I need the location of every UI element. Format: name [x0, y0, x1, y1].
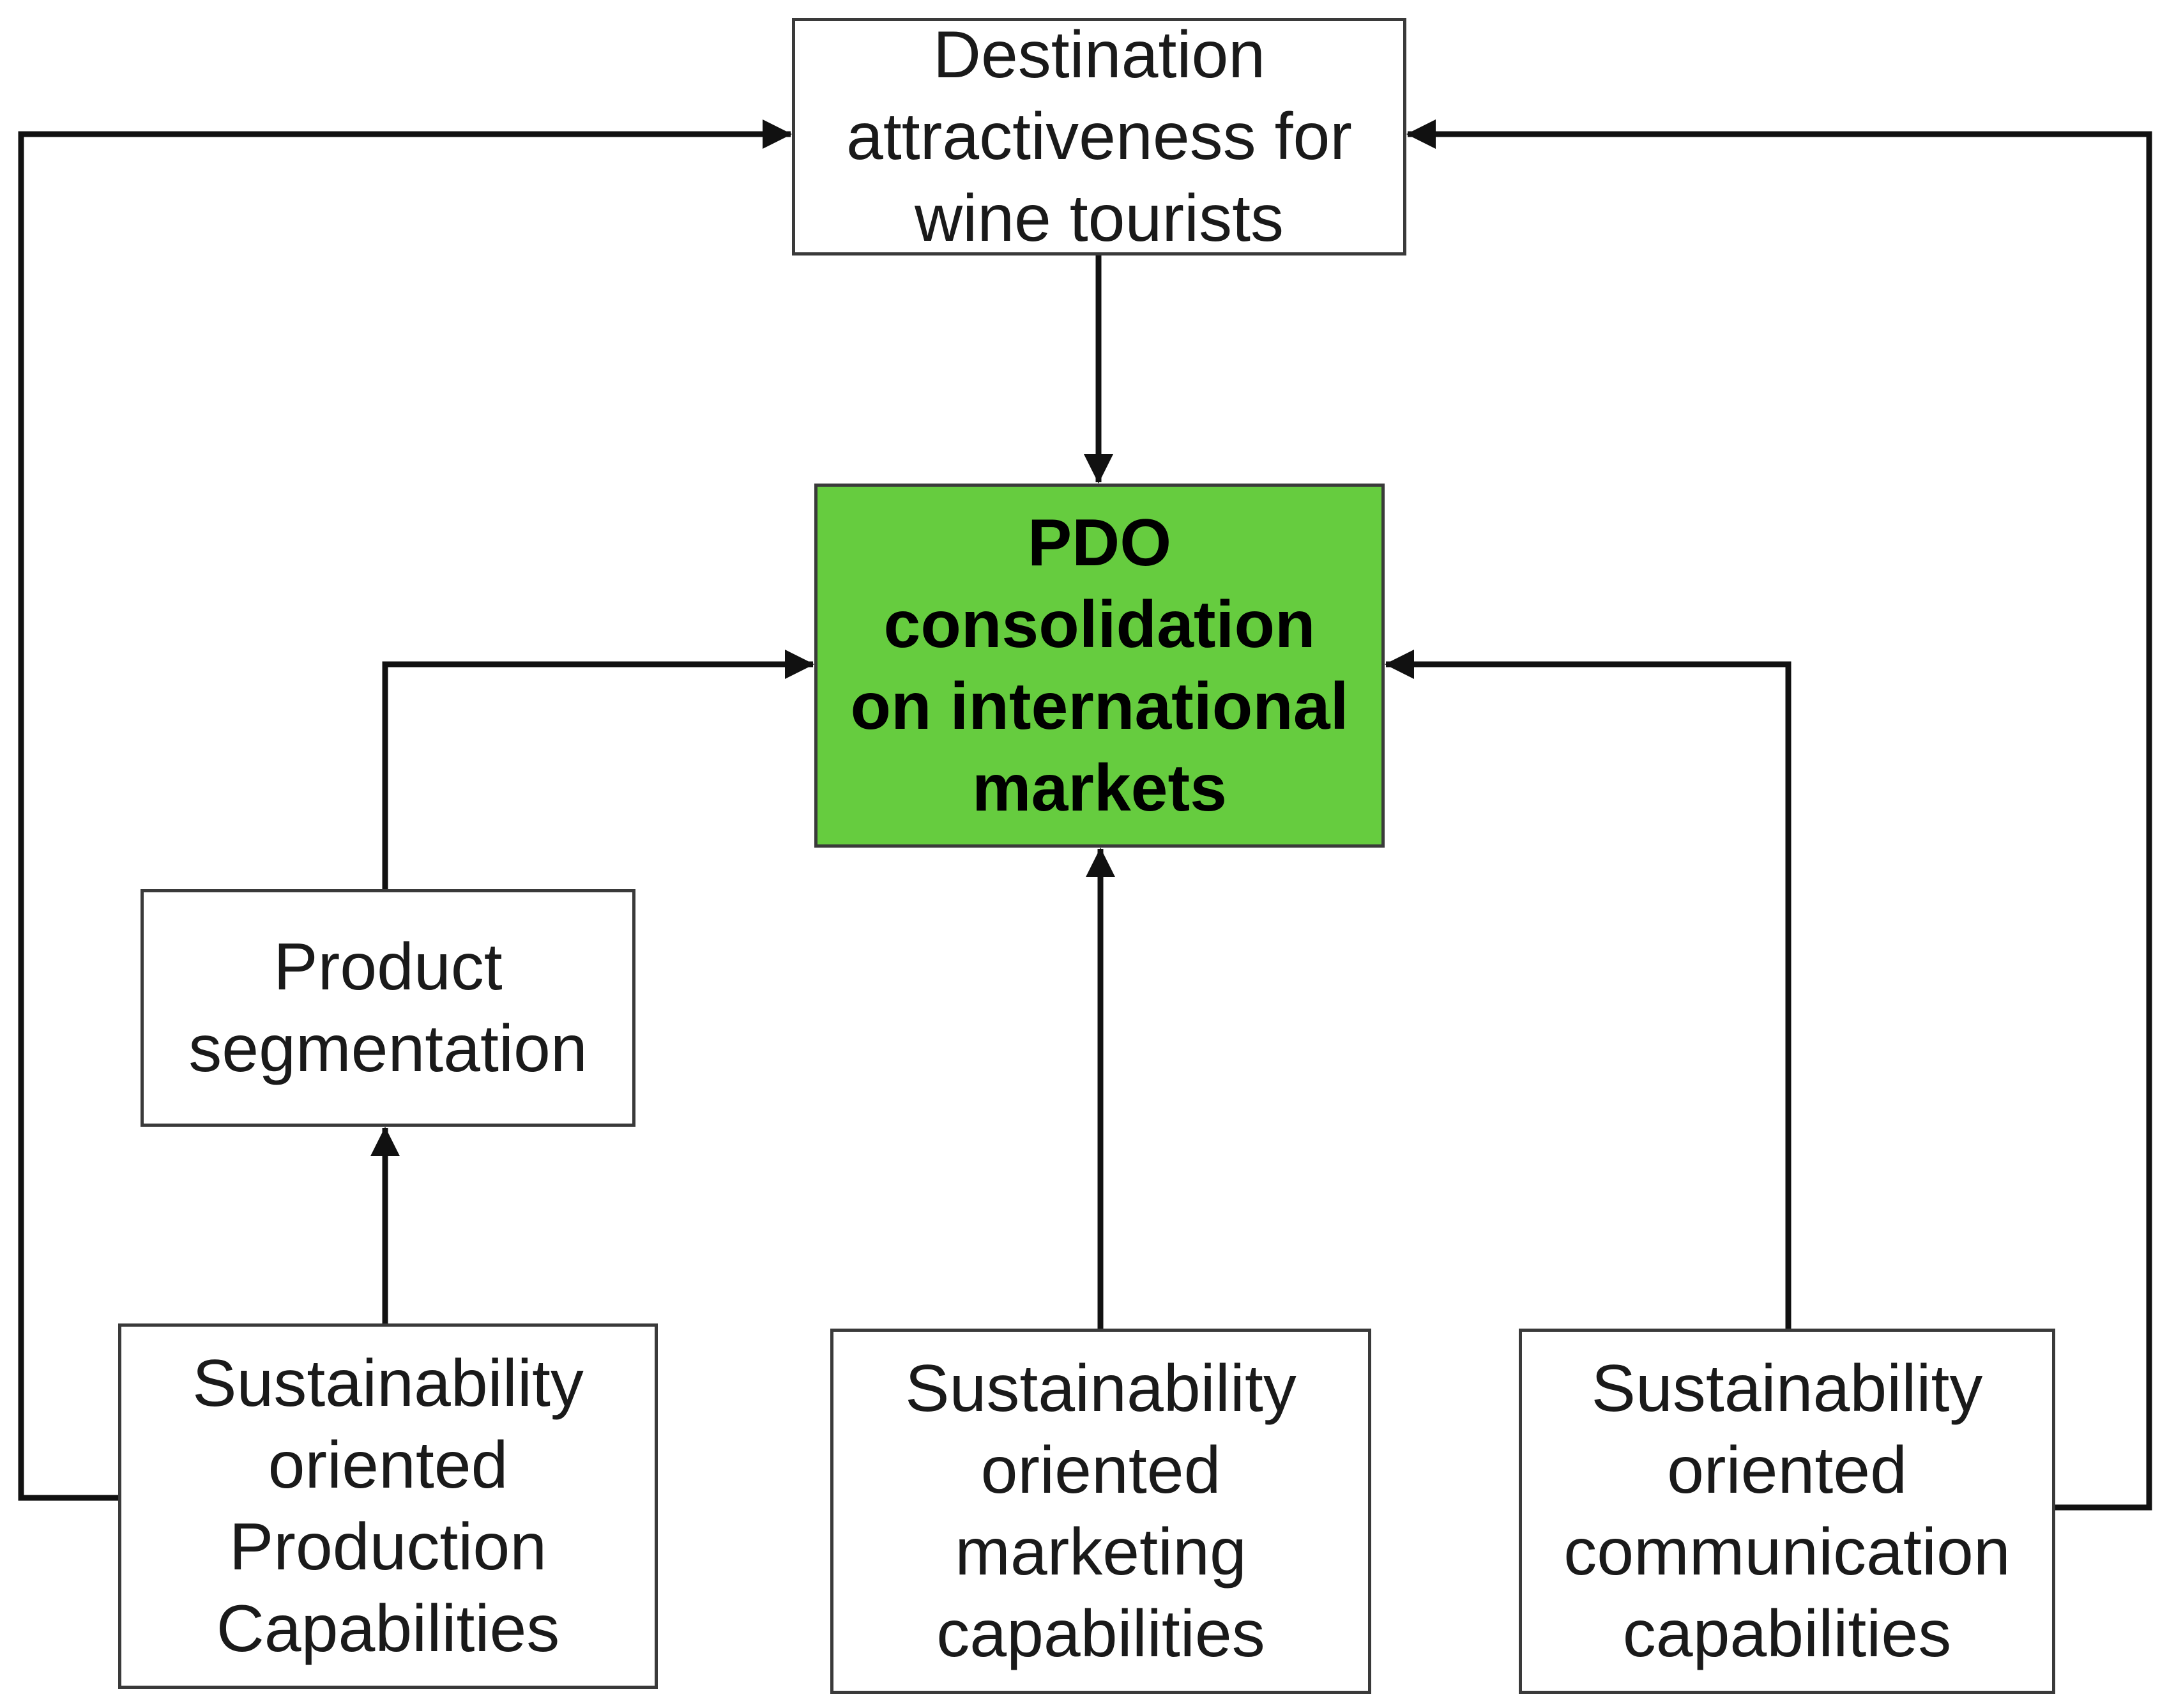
production-capabilities-box: Sustainability oriented Production Capab…	[118, 1323, 658, 1689]
pdo-consolidation-box: PDO consolidation on international marke…	[814, 484, 1385, 848]
node-text-line: oriented	[980, 1433, 1221, 1507]
node-text-line: PDO	[1027, 506, 1172, 580]
arrow-production-to-destination	[18, 119, 792, 1501]
node-text-line: segmentation	[188, 1012, 588, 1086]
node-text-line: oriented	[1667, 1433, 1907, 1507]
product-segmentation-box: Product segmentation	[141, 889, 635, 1127]
destination-attractiveness-box: Destination attractiveness for wine tour…	[792, 18, 1406, 255]
node-text-line: Product	[273, 930, 503, 1004]
node-text-line: communication	[1563, 1515, 2011, 1589]
node-text-line: wine tourists	[915, 181, 1284, 255]
communication-capabilities-box: Sustainability oriented communication ca…	[1519, 1329, 2055, 1694]
node-text-line: attractiveness for	[846, 100, 1352, 174]
node-text-line: Sustainability	[905, 1352, 1297, 1426]
arrow-segmentation-to-pdo	[382, 650, 814, 889]
node-text-line: oriented	[268, 1428, 508, 1502]
node-text-line: Capabilities	[216, 1592, 560, 1666]
node-text-line: Destination	[932, 18, 1266, 92]
node-text-line: consolidation	[883, 588, 1316, 662]
node-text-line: Sustainability	[1591, 1352, 1983, 1426]
node-text-line: capabilities	[1622, 1597, 1952, 1671]
node-text-line: marketing	[955, 1515, 1247, 1589]
node-text-line: Production	[229, 1510, 547, 1584]
arrow-communication-to-pdo	[1385, 650, 1791, 1329]
node-text-line: markets	[972, 751, 1227, 825]
node-text-line: Sustainability	[192, 1346, 584, 1421]
node-text-line: on international	[850, 669, 1349, 743]
arrow-communication-to-destination	[1406, 119, 2152, 1511]
marketing-capabilities-box: Sustainability oriented marketing capabi…	[830, 1329, 1371, 1694]
node-text-line: capabilities	[936, 1597, 1265, 1671]
